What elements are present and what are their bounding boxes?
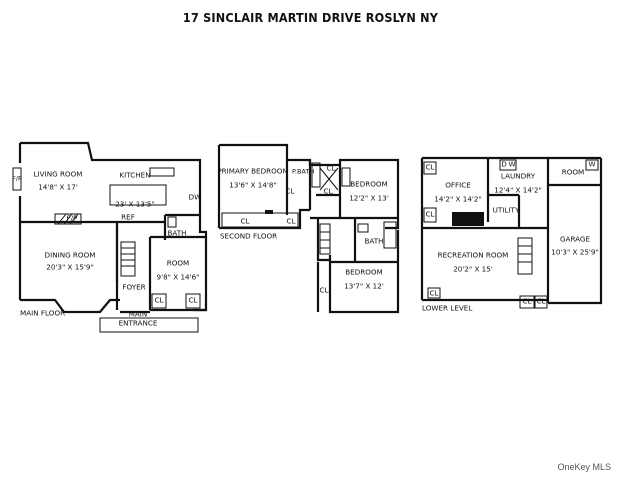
closet-label: CL [326,163,336,173]
primary-bedroom-name: PRIMARY BEDROOM [217,166,289,176]
bath-label: BATH [364,236,384,246]
garage-name: GARAGE [559,234,591,244]
closet-label: CL [425,209,435,219]
closet-label: CL [240,216,250,226]
foyer-label: FOYER [122,282,146,292]
second-floor-label: SECOND FLOOR [220,231,278,241]
main-entrance-label: MAIN ENTRANCE [118,309,158,327]
dryer-label: D [501,159,507,169]
dining-room-dims: 20'3" X 15'9" [46,262,94,272]
closet-label: CL [286,216,296,226]
room-name: ROOM [166,258,190,268]
living-room-name: LIVING ROOM [33,169,83,179]
lower-level-label: LOWER LEVEL [422,303,473,313]
closet-label: CL [154,295,164,305]
closet-label: CL [425,162,435,172]
closet-label: CL [522,296,532,306]
utility-label: UTILITY [492,205,520,215]
garage-dims: 10'3" X 25'9" [551,247,599,257]
laundry-name: LAUNDRY [500,171,536,181]
kitchen-dims: 23' X 13'5" [115,199,155,209]
second-floor-fixtures [221,162,397,255]
laundry-dims: 12'4" X 14'2" [494,185,542,195]
recreation-room-name: RECREATION ROOM [437,250,509,260]
watermark: OneKey MLS [557,462,611,472]
main-floor-label: MAIN FLOOR [20,308,66,318]
primary-bath-label: P.BATH [292,167,315,176]
lower-level-fixtures [423,159,599,309]
lower-level-walls [420,156,603,305]
second-floor-walls [217,143,400,314]
living-room-dims: 14'8" X 17' [38,182,78,192]
closet-label: CL [188,295,198,305]
page-title: 17 SINCLAIR MARTIN DRIVE ROSLYN NY [182,10,439,25]
main-floor-fixtures [54,167,201,333]
bath-label: BATH [167,228,187,238]
main-floor-walls [12,141,208,314]
closet-label: CL [285,186,295,196]
primary-bedroom-dims: 13'6" X 14'8" [229,180,277,190]
fireplace-label-dining: F/P [66,213,78,223]
bedroom-dims: 13'7" X 12' [344,281,384,291]
recreation-room-dims: 20'2" X 15' [453,264,493,274]
closet-label: CL [429,288,439,298]
closet-label: CL [323,186,333,196]
bedroom-dims: 12'2" X 13' [349,193,389,203]
kitchen-name: KITCHEN [119,170,151,180]
washer-label: W [588,159,596,169]
fireplace-label-living: F/P [12,174,22,183]
washer-label: W [508,159,516,169]
bedroom-name: BEDROOM [350,179,388,189]
room-dims: 9'8" X 14'6" [156,272,200,282]
closet-label: CL [536,296,546,306]
office-dims: 14'2" X 14'2" [434,194,482,204]
closet-label: CL [319,285,329,295]
room-label: ROOM [561,167,585,177]
ref-label: REF [121,212,135,222]
bedroom-name: BEDROOM [345,267,383,277]
dining-room-name: DINING ROOM [44,250,96,260]
dw-label: DW [188,192,202,202]
office-name: OFFICE [445,180,471,190]
